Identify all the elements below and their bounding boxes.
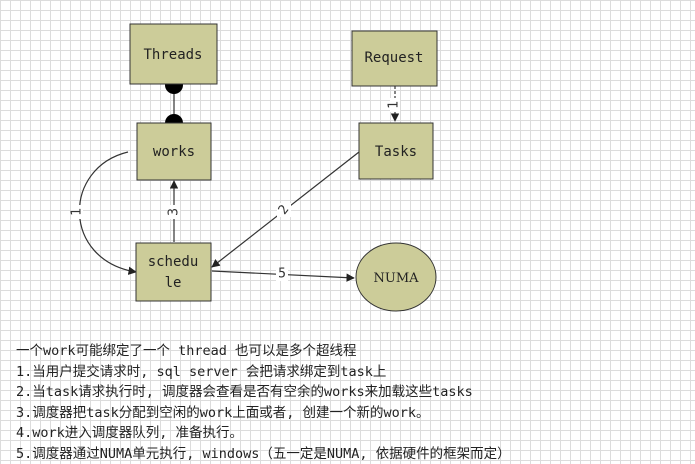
note-line: 2.当task请求执行时, 调度器会查看是否有空余的works来加载这些task…: [16, 382, 691, 403]
node-request-label: Request: [364, 50, 423, 66]
edge-label-tasks-schedule-group: 2: [276, 202, 293, 217]
edge-label-schedule-numa: 5: [278, 267, 286, 282]
edge-label-schedule-works: 3: [167, 208, 182, 216]
node-schedule-label-line2: le: [165, 275, 182, 291]
node-numa-label: NUMA: [373, 271, 419, 286]
node-tasks-label: Tasks: [375, 144, 417, 160]
edge-label-works-schedule-curve: 1: [70, 208, 85, 216]
notes-text-block: 一个work可能绑定了一个 thread 也可以是多个超线程 1.当用户提交请求…: [16, 341, 691, 464]
edge-label-schedule-numa-group: 5: [276, 267, 288, 282]
note-line: 5.调度器通过NUMA单元执行, windows（五一定是NUMA, 依据硬件的…: [16, 444, 691, 464]
node-works: works: [137, 123, 211, 180]
node-threads-label: Threads: [143, 47, 202, 63]
edge-label-curve-group: 1: [70, 205, 85, 219]
node-numa: NUMA: [356, 243, 436, 311]
note-line: 3.调度器把task分配到空闲的work上面或者, 创建一个新的work。: [16, 403, 691, 424]
node-request: Request: [352, 31, 437, 86]
diagram-canvas: Threads Request works Tasks schedu le NU…: [0, 0, 695, 340]
edge-works-schedule-curve: [79, 152, 136, 272]
node-works-label: works: [153, 144, 195, 160]
note-line: 一个work可能绑定了一个 thread 也可以是多个超线程: [16, 341, 691, 362]
node-threads: Threads: [130, 24, 217, 84]
note-line: 1.当用户提交请求时, sql server 会把请求绑定到task上: [16, 362, 691, 383]
node-schedule: schedu le: [136, 243, 211, 301]
edge-label-schedule-works-group: 3: [167, 205, 182, 219]
edge-label-request-tasks-group: 1: [387, 98, 402, 112]
edge-label-request-tasks: 1: [387, 101, 402, 109]
note-line: 4.work进入调度器队列, 准备执行。: [16, 423, 691, 444]
node-tasks: Tasks: [359, 123, 433, 179]
node-schedule-label-line1: schedu: [148, 254, 199, 270]
